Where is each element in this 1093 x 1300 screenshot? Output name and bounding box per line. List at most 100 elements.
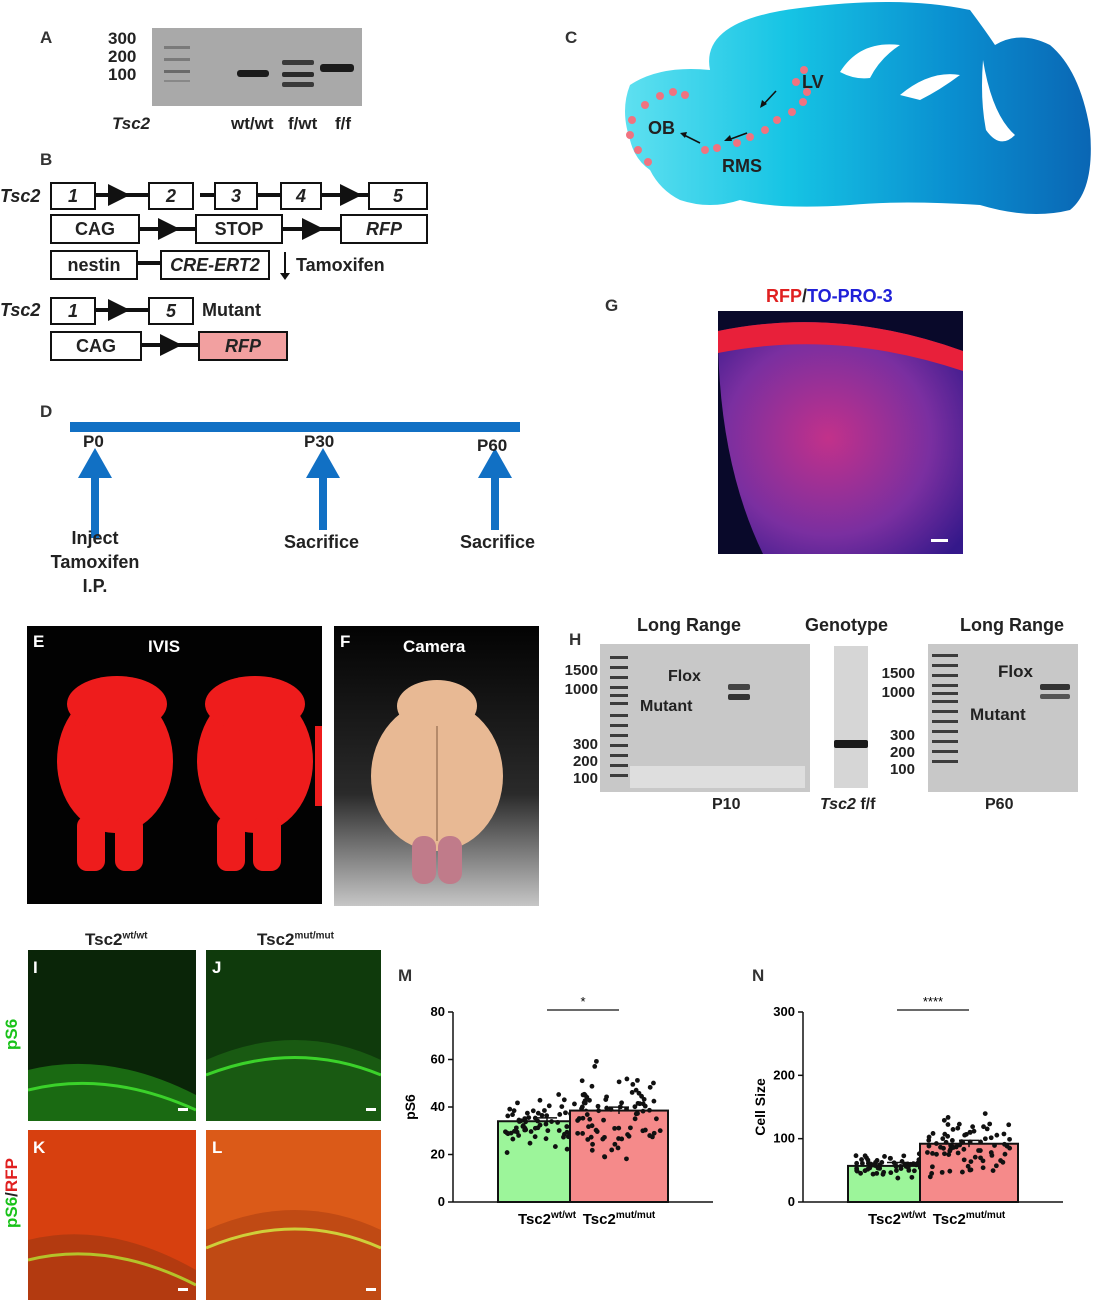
data-point bbox=[511, 1108, 517, 1114]
data-point bbox=[930, 1150, 935, 1156]
data-point bbox=[526, 1115, 532, 1120]
y-tick-label: 40 bbox=[431, 1099, 445, 1114]
gel-a-markers: 300 200 100 bbox=[108, 30, 136, 84]
category-label: Tsc2mut/mut bbox=[583, 1210, 656, 1228]
y-tick-label: 300 bbox=[773, 1004, 795, 1019]
data-point bbox=[619, 1100, 625, 1106]
exon-box: 3 bbox=[214, 182, 258, 210]
data-point bbox=[507, 1106, 513, 1112]
data-point bbox=[510, 1136, 516, 1142]
data-point bbox=[628, 1125, 633, 1131]
data-point bbox=[992, 1143, 997, 1148]
data-point bbox=[940, 1136, 946, 1142]
marker-label: 1000 bbox=[564, 681, 598, 698]
data-point bbox=[965, 1163, 971, 1169]
data-point bbox=[580, 1131, 585, 1136]
data-point bbox=[629, 1090, 635, 1095]
data-point bbox=[579, 1104, 585, 1110]
panel-label-i: I bbox=[33, 958, 38, 977]
micrograph-i bbox=[28, 950, 196, 1121]
mutant-label: Mutant bbox=[202, 300, 261, 320]
data-point bbox=[971, 1128, 977, 1134]
sacrifice-label: Sacrifice bbox=[460, 532, 536, 552]
rfp-box: RFP bbox=[198, 331, 288, 361]
data-point bbox=[582, 1100, 588, 1106]
panel-label-n: N bbox=[752, 966, 765, 985]
category-label: Tsc2wt/wt bbox=[518, 1210, 577, 1228]
data-point bbox=[993, 1163, 999, 1169]
data-point bbox=[888, 1170, 894, 1176]
data-point bbox=[945, 1115, 951, 1120]
marker-label: 200 bbox=[572, 753, 598, 770]
data-point bbox=[626, 1133, 632, 1139]
gene-label: Tsc2 bbox=[0, 186, 41, 206]
data-point bbox=[1007, 1145, 1013, 1151]
data-point bbox=[1000, 1159, 1006, 1165]
stain-legend: RFP/TO-PRO-3 bbox=[766, 286, 893, 307]
data-point bbox=[637, 1101, 643, 1107]
data-point bbox=[505, 1131, 511, 1137]
genotype-value: f/f bbox=[860, 796, 876, 813]
data-point bbox=[592, 1063, 598, 1069]
data-point bbox=[912, 1161, 918, 1167]
data-point bbox=[527, 1140, 533, 1146]
data-point bbox=[926, 1143, 932, 1149]
data-point bbox=[564, 1124, 570, 1129]
data-point bbox=[589, 1083, 595, 1089]
data-point bbox=[545, 1128, 551, 1134]
marker-label: 300 bbox=[108, 29, 137, 48]
y-tick-label: 100 bbox=[773, 1131, 795, 1146]
data-point bbox=[575, 1130, 581, 1136]
exon-box: 4 bbox=[280, 182, 322, 210]
rfp-box: RFP bbox=[340, 214, 428, 244]
significance-marker: **** bbox=[923, 994, 943, 1009]
data-point bbox=[950, 1127, 956, 1132]
data-point bbox=[594, 1129, 600, 1134]
panel-label-m: M bbox=[398, 966, 413, 985]
gene-label: Tsc2 bbox=[112, 114, 151, 133]
marker-label: 300 bbox=[572, 736, 598, 753]
micrograph-j bbox=[206, 950, 381, 1121]
data-point bbox=[650, 1134, 655, 1140]
data-point bbox=[624, 1106, 629, 1112]
data-point bbox=[609, 1147, 615, 1153]
data-point bbox=[632, 1104, 638, 1110]
column-title-mut: Tsc2mut/mut bbox=[257, 930, 334, 950]
marker-label: 1000 bbox=[881, 684, 915, 701]
gel-image-genotype bbox=[834, 646, 868, 788]
ivis-image bbox=[27, 626, 322, 904]
data-point bbox=[955, 1125, 961, 1131]
data-point bbox=[559, 1104, 565, 1109]
gene-label: Tsc2 bbox=[0, 300, 41, 320]
exon-box: 1 bbox=[50, 297, 96, 325]
panel-label-j: J bbox=[212, 958, 222, 977]
data-point bbox=[580, 1092, 586, 1098]
data-point bbox=[594, 1058, 599, 1064]
data-point bbox=[888, 1155, 893, 1161]
category-label: Tsc2wt/wt bbox=[868, 1210, 927, 1228]
data-point bbox=[657, 1128, 663, 1134]
data-point bbox=[587, 1116, 593, 1122]
data-point bbox=[980, 1158, 986, 1164]
data-point bbox=[879, 1160, 885, 1165]
gel-h2-markers: 300 200 100 bbox=[875, 727, 915, 778]
data-point bbox=[616, 1136, 621, 1141]
y-tick-label: 0 bbox=[438, 1194, 445, 1209]
mutant-label: Mutant bbox=[970, 705, 1026, 724]
lane-label: f/wt bbox=[288, 114, 318, 133]
genotype-caption: Tsc2 f/f bbox=[820, 796, 875, 814]
data-point bbox=[586, 1124, 591, 1130]
data-point bbox=[647, 1084, 653, 1090]
data-point bbox=[542, 1108, 547, 1113]
data-point bbox=[528, 1129, 534, 1134]
gel-image-p60 bbox=[928, 644, 1078, 792]
data-point bbox=[950, 1145, 956, 1150]
data-point bbox=[880, 1171, 886, 1177]
data-point bbox=[587, 1097, 592, 1103]
marker-label: 100 bbox=[572, 770, 598, 787]
data-point bbox=[967, 1167, 973, 1173]
panel-label-d: D bbox=[40, 402, 53, 421]
data-point bbox=[980, 1165, 986, 1171]
stop-box: STOP bbox=[195, 214, 283, 244]
cag-box: CAG bbox=[50, 214, 140, 244]
